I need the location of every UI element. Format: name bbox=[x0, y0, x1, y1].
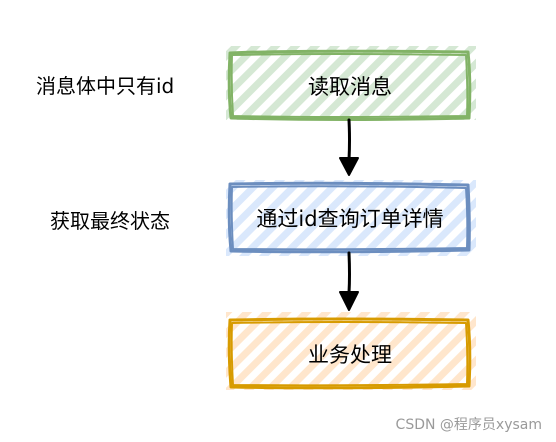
node-query-order-label: 通过id查询订单详情 bbox=[256, 207, 444, 231]
node-business-process bbox=[226, 312, 476, 390]
node-read-message-label: 读取消息 bbox=[308, 75, 392, 99]
label-get-final-state: 获取最终状态 bbox=[50, 209, 170, 233]
arrow-read-to-query bbox=[339, 118, 359, 176]
watermark: CSDN @程序员xysam bbox=[395, 417, 542, 433]
node-business-process-label: 业务处理 bbox=[308, 343, 392, 367]
label-message-body: 消息体中只有id bbox=[36, 74, 175, 98]
node-read-message bbox=[226, 46, 476, 121]
node-query-order bbox=[226, 180, 476, 256]
arrow-query-to-process bbox=[339, 251, 359, 311]
